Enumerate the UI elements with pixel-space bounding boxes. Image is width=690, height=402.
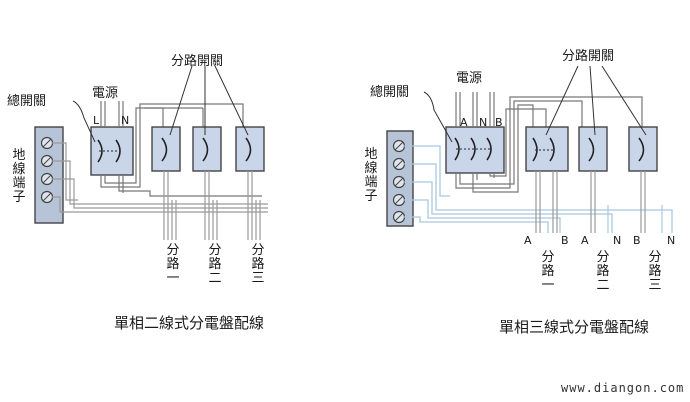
right-branch1-label: 分路一 (541, 250, 555, 293)
right-B-label: B (495, 116, 503, 129)
left-branch-output-wires (163, 171, 261, 240)
right-branch1-A: A (524, 234, 532, 247)
left-diagram (34, 65, 268, 240)
left-branch-switch-2 (192, 126, 222, 172)
left-power-label: 電源 (92, 86, 119, 101)
right-branch2-A: A (581, 234, 589, 247)
right-N-label: N (479, 116, 488, 129)
left-leader-lines (72, 65, 249, 143)
right-leader-lines (423, 65, 647, 143)
left-main-switch-label: 總開關 (7, 94, 47, 109)
right-branch2-label: 分路二 (596, 250, 610, 293)
left-branch-switch-1 (151, 126, 181, 172)
right-branch-switch-3 (628, 126, 658, 172)
left-branch-switch-label: 分路開關 (171, 54, 224, 69)
right-branch3-N: N (667, 234, 676, 247)
left-caption: 單相二線式分電盤配線 (114, 314, 265, 332)
right-branch-output-wires (535, 171, 646, 233)
left-ground-terminal-label: 地線端子 (12, 148, 26, 205)
right-power-label: 電源 (456, 71, 483, 86)
right-branch-switch-1 (525, 126, 569, 172)
left-power-lines (100, 101, 262, 197)
left-branch-switch-3 (235, 126, 265, 172)
right-branch1-B: B (561, 234, 569, 247)
right-ground-terminal-block (386, 130, 414, 227)
right-ground-terminal-label: 地線端子 (364, 147, 378, 204)
left-branch2-label: 分路二 (208, 243, 222, 286)
right-main-switch-box (445, 126, 505, 174)
right-branch2-N: N (613, 234, 622, 247)
right-power-lines (455, 92, 643, 193)
right-A-label: A (460, 116, 468, 129)
right-caption: 單相三線式分電盤配線 (499, 318, 650, 336)
right-neutral-wires (607, 205, 663, 233)
right-diagram (386, 65, 673, 233)
left-branch1-label: 分路一 (166, 243, 180, 286)
left-branch3-label: 分路三 (251, 243, 265, 286)
left-L-label: L (93, 114, 100, 127)
left-N-label: N (121, 114, 130, 127)
left-ground-terminal-block (34, 126, 64, 224)
right-branch3-B: B (633, 234, 641, 247)
watermark: www.diangon.com (561, 381, 685, 395)
right-branch3-label: 分路三 (648, 250, 662, 293)
left-main-switch-box (90, 126, 134, 176)
right-main-switch-label: 總開關 (370, 85, 410, 100)
right-ground-wires (404, 145, 673, 233)
right-branch-switch-label: 分路開關 (562, 49, 615, 64)
right-branch-switch-2 (578, 126, 608, 172)
